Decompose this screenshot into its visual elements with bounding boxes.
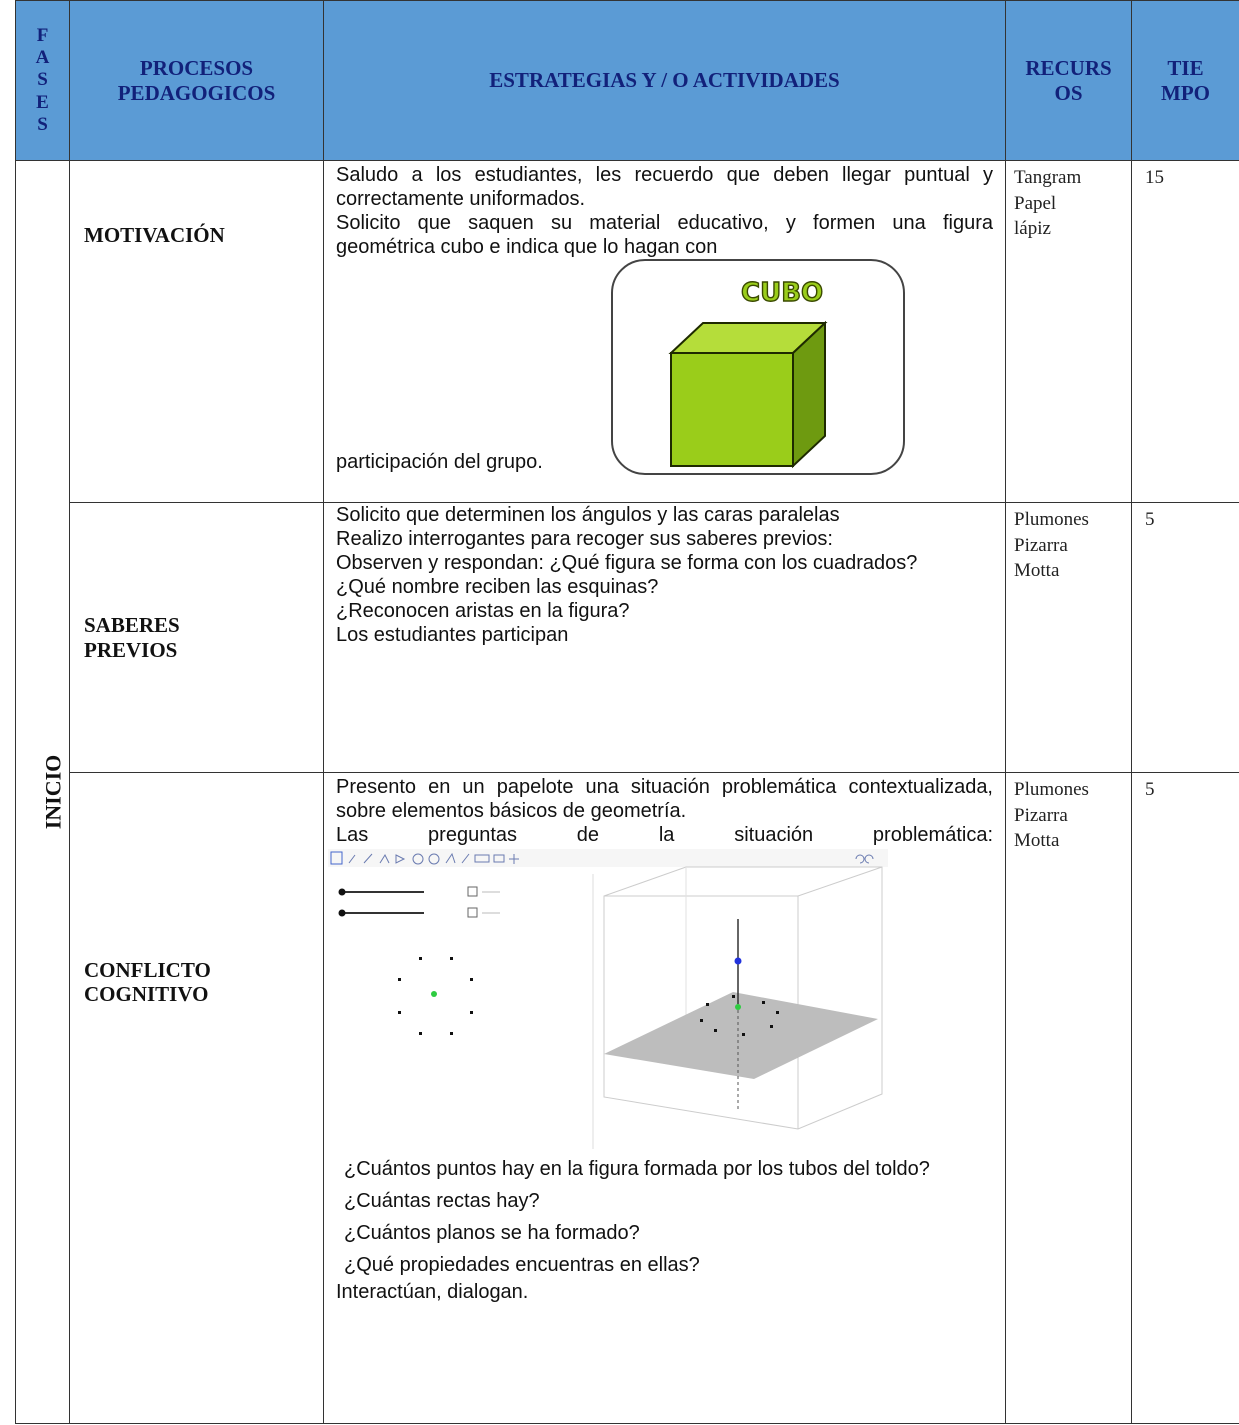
saberes-line: Solicito que determinen los ángulos y la… [336, 504, 840, 526]
recurso-item: Motta [1014, 560, 1060, 582]
fase-cell: INICIO [15, 160, 70, 1424]
cube-illustration: CUBO [668, 277, 828, 469]
header-procesos: PROCESOS PEDAGOGICOS [69, 0, 324, 161]
sliders [338, 886, 500, 918]
question-item: ¿Cuántos puntos hay en la figura formada… [344, 1158, 930, 1180]
row-conflicto: CONFLICTO COGNITIVO Presento en un papel… [16, 772, 1239, 1424]
conflicto-closing: Interactúan, dialogan. [336, 1281, 529, 1303]
geometry-screenshot [328, 849, 888, 1149]
proceso-conflicto: CONFLICTO COGNITIVO [69, 772, 324, 1424]
recurso-item: Papel [1014, 192, 1057, 214]
saberes-line: ¿Qué nombre reciben las esquinas? [336, 576, 659, 598]
conflicto-intro: Presento en un papelote una situación pr… [336, 776, 993, 822]
motivacion-text-1: Saludo a los estudiantes, les recuerdo q… [336, 164, 993, 210]
motivacion-text-3: participación del grupo. [336, 451, 543, 473]
recurso-item: Pizarra [1014, 804, 1068, 826]
header-row: F A S E S PROCESOS PEDAGOGICOS ESTRATEGI… [15, 0, 1239, 161]
lesson-table: F A S E S PROCESOS PEDAGOGICOS ESTRATEGI… [15, 0, 1239, 1424]
recursos-conflicto: Plumones Pizarra Motta [1005, 772, 1132, 1424]
header-estrategias: ESTRATEGIAS Y / O ACTIVIDADES [323, 0, 1006, 161]
header-tiempo: TIE MPO [1131, 0, 1239, 161]
recursos-saberes: Plumones Pizarra Motta [1005, 502, 1132, 773]
proceso-motivacion: MOTIVACIÓN [69, 160, 324, 503]
actividad-conflicto: Presento en un papelote una situación pr… [323, 772, 1006, 1424]
saberes-line: ¿Reconocen aristas en la figura? [336, 600, 630, 622]
actividad-motivacion: Saludo a los estudiantes, les recuerdo q… [323, 160, 1006, 503]
tiempo-conflicto: 5 [1131, 772, 1239, 1424]
header-fases: F A S E S [15, 0, 70, 161]
recurso-item: Plumones [1014, 779, 1089, 800]
cube-image: CUBO [611, 259, 905, 475]
question-item: ¿Cuántas rectas hay? [344, 1190, 540, 1212]
recurso-item: Pizarra [1014, 534, 1068, 556]
conflicto-intro-2: Las preguntas de la situación problemáti… [336, 824, 993, 846]
recurso-item: Tangram [1014, 167, 1082, 188]
header-recursos: RECURS OS [1005, 0, 1132, 161]
recursos-motivacion: Tangram Papel lápiz [1005, 160, 1132, 503]
proceso-saberes: SABERES PREVIOS [69, 502, 324, 773]
questions-list: ¿Cuántos puntos hay en la figura formada… [336, 1149, 993, 1281]
motivacion-text-2: Solicito que saquen su material educativ… [336, 212, 993, 258]
row-saberes: SABERES PREVIOS Solicito que determinen … [16, 502, 1239, 773]
saberes-line: Los estudiantes participan [336, 624, 569, 646]
tiempo-motivacion: 15 [1131, 160, 1239, 503]
cube-area: participación del grupo. CUBO [336, 259, 993, 475]
cube-title: CUBO [741, 278, 823, 308]
tiempo-saberes: 5 [1131, 502, 1239, 773]
question-item: ¿Cuántos planos se ha formado? [344, 1222, 640, 1244]
saberes-line: Realizo interrogantes para recoger sus s… [336, 528, 833, 550]
recurso-item: lápiz [1014, 218, 1051, 240]
saberes-line: Observen y respondan: ¿Qué figura se for… [336, 552, 918, 574]
recurso-item: Motta [1014, 830, 1060, 852]
fase-label: INICIO [40, 754, 66, 830]
actividad-saberes: Solicito que determinen los ángulos y la… [323, 502, 1006, 773]
row-motivacion: INICIO MOTIVACIÓN Saludo a los estudiant… [15, 160, 1239, 1424]
question-item: ¿Qué propiedades encuentras en ellas? [344, 1254, 700, 1276]
recurso-item: Plumones [1014, 509, 1089, 530]
